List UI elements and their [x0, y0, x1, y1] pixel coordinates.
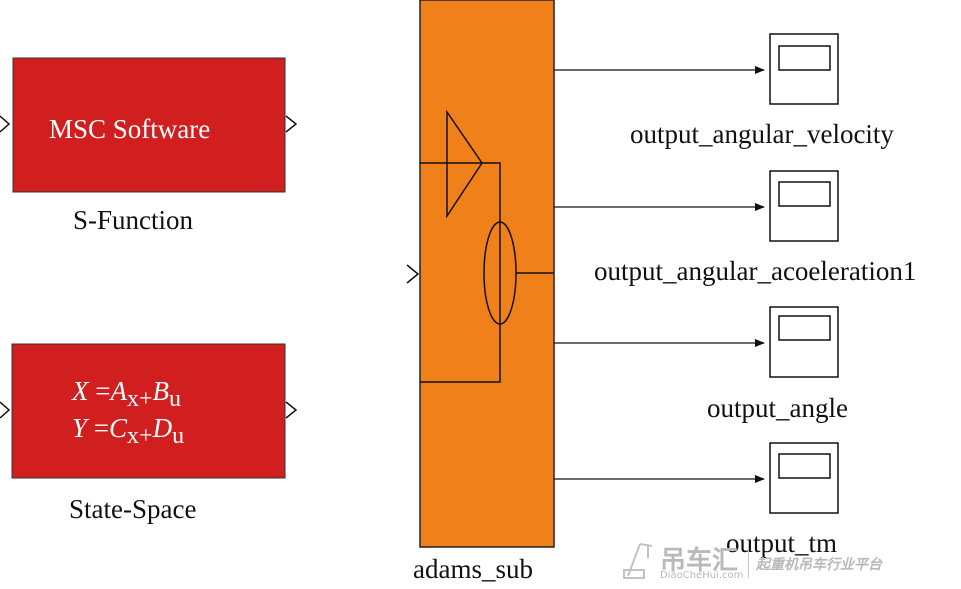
- scope-4-block[interactable]: [769, 442, 839, 514]
- sfunction-input-port[interactable]: [0, 115, 11, 133]
- eq1-b: B: [152, 376, 170, 406]
- adams-sub-label: adams_sub: [413, 554, 533, 584]
- eq2-x: x: [127, 423, 140, 449]
- eq2-equals: =: [93, 413, 110, 443]
- statespace-label: State-Space: [69, 494, 197, 524]
- scope-3-screen-icon: [778, 315, 831, 341]
- eq2-a: C: [109, 413, 128, 443]
- eq1-a: A: [110, 376, 127, 406]
- eq2-lhs: Y: [72, 413, 88, 443]
- scope-4-label: output_tm: [726, 528, 838, 558]
- eq2-plus: +: [139, 423, 153, 449]
- adams-sub-icon: [420, 109, 554, 383]
- eq1-plus: +: [138, 386, 153, 412]
- watermark-url: DiaoCheHui.com: [660, 570, 744, 581]
- sfunction-content: MSC Software: [49, 114, 211, 144]
- crane-logo-icon: [623, 543, 653, 579]
- sfunction-block[interactable]: [12, 57, 286, 193]
- eq2-b: D: [152, 413, 173, 443]
- eq2-u: u: [172, 423, 185, 449]
- watermark-brand: 吊车汇: [660, 546, 739, 576]
- scope-2-label: output_angular_acoeleration1: [594, 256, 917, 286]
- scope-1-label: output_angular_velocity: [630, 119, 894, 149]
- eq1-u: u: [169, 386, 182, 412]
- adams-sub-input-port[interactable]: [406, 264, 420, 284]
- scope-2-block[interactable]: [769, 170, 839, 242]
- gain-triangle-icon: [446, 109, 483, 219]
- statespace-equation-2: Y =Cx+Du: [72, 413, 184, 449]
- watermark-separator: [748, 546, 749, 578]
- eq1-x: x: [126, 386, 139, 412]
- statespace-block[interactable]: [11, 343, 286, 479]
- scope-3-block[interactable]: [769, 306, 839, 378]
- scope-1-block[interactable]: [769, 33, 839, 105]
- statespace-equation-1: X =Ax+Bu: [72, 376, 181, 412]
- scope-4-screen-icon: [778, 453, 831, 479]
- watermark: 吊车汇 DiaoCheHui.com 起重机吊车行业平台: [622, 540, 922, 586]
- statespace-output-port[interactable]: [285, 401, 298, 419]
- scope-2-screen-icon: [778, 181, 831, 207]
- sfunction-label: S-Function: [73, 205, 194, 235]
- scope-3-label: output_angle: [707, 393, 848, 423]
- scope-1-screen-icon: [778, 45, 831, 71]
- sfunction-output-port[interactable]: [285, 115, 298, 133]
- statespace-input-port[interactable]: [0, 401, 11, 419]
- eq1-lhs: X: [72, 376, 89, 406]
- watermark-slogan: 起重机吊车行业平台: [756, 557, 882, 573]
- eq1-equals: =: [95, 376, 111, 406]
